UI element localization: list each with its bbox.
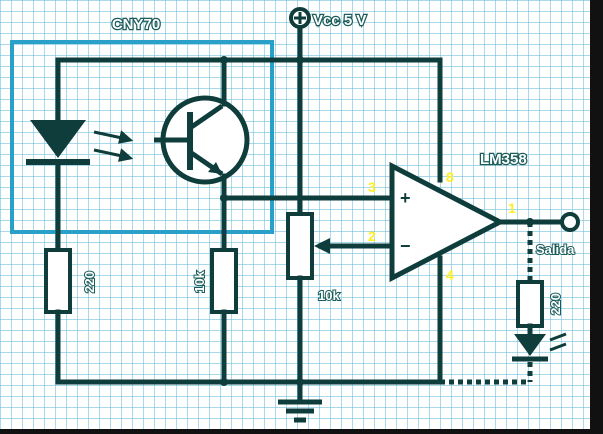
emission-arrows — [93, 130, 134, 162]
potentiometer-value: 10k — [318, 288, 340, 303]
resistor-led-value: 220 — [82, 271, 97, 293]
resistor-led — [44, 248, 72, 314]
pin-8-label: 8 — [446, 169, 454, 185]
plus-sign: + — [400, 188, 411, 208]
pin-3-label: 3 — [368, 179, 376, 195]
potentiometer-wiper — [314, 238, 330, 254]
supply-label: Vcc 5 V — [313, 12, 366, 29]
output-led-symbol — [514, 334, 546, 356]
potentiometer — [286, 212, 314, 280]
resistor-transistor-value: 10k — [192, 270, 207, 292]
pin-1-label: 1 — [508, 200, 516, 216]
ir-led-symbol — [30, 120, 86, 158]
output-led-arrows — [549, 332, 567, 352]
output-terminal — [560, 212, 580, 232]
resistor-output-value: 220 — [548, 293, 563, 315]
opamp-symbol — [389, 161, 506, 283]
pin-4-label: 4 — [446, 267, 454, 283]
sensor-box — [10, 40, 274, 234]
sensor-title: CNY70 — [112, 16, 160, 33]
pin-2-label: 2 — [368, 228, 376, 244]
resistor-transistor — [210, 248, 238, 314]
ground-symbol — [278, 399, 322, 423]
minus-sign: − — [400, 236, 411, 256]
top-rail-wire — [55, 57, 443, 183]
opamp-name: LM358 — [480, 151, 527, 168]
output-label: Salida — [536, 242, 575, 257]
resistor-output — [516, 280, 544, 328]
